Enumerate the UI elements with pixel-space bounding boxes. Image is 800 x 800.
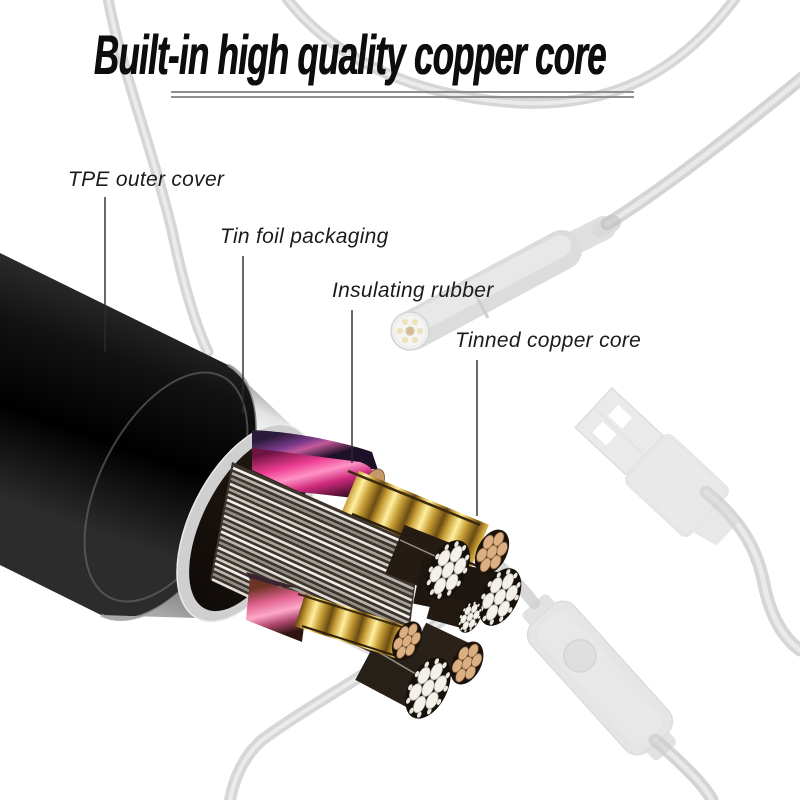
strand (219, 535, 410, 625)
gold-wire-bundle-lower (294, 593, 410, 660)
background-cable-probe (600, 71, 800, 231)
strand (226, 498, 415, 585)
strand (231, 472, 419, 556)
strand (218, 540, 409, 631)
strand (228, 487, 417, 574)
headline-underline (171, 91, 634, 98)
callout-tpe-outer-cover: TPE outer cover (68, 168, 225, 191)
strand (220, 530, 410, 619)
strand (225, 503, 414, 591)
cable-cutaway (0, 253, 531, 727)
switch-button (562, 638, 597, 673)
callout-insulating-rubber: Insulating rubber (332, 279, 494, 302)
inline-switch (522, 594, 676, 761)
background-cable-loop (102, 0, 741, 358)
camera-led-face (390, 311, 430, 351)
strand (223, 514, 413, 602)
strand (230, 477, 418, 562)
strand (221, 525, 411, 613)
strand (222, 519, 412, 608)
headline: Built-in high quality copper core (94, 23, 607, 86)
strand (232, 466, 420, 551)
strand (229, 482, 418, 568)
usb-connector (574, 386, 739, 546)
strand (224, 509, 414, 596)
strand (227, 493, 416, 579)
callout-tinned-copper-core: Tinned copper core (455, 329, 642, 352)
endoscope-camera (390, 215, 621, 351)
callout-tin-foil-packaging: Tin foil packaging (220, 225, 389, 248)
